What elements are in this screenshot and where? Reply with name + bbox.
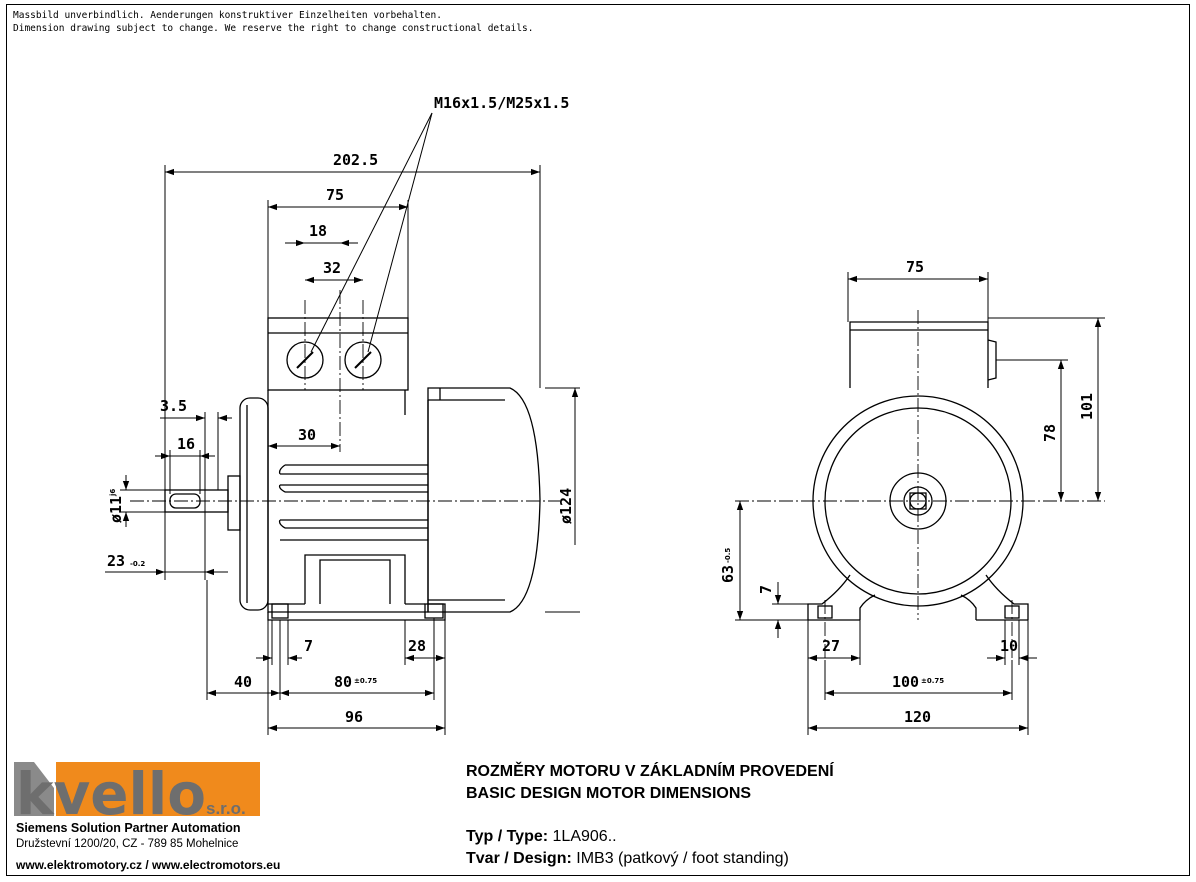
front-view-labels: 75 101 78 63 -0.5 7 27 10 100 ±0.75 120 — [719, 258, 1096, 726]
dim-shaft-tolerance: j6 — [109, 489, 117, 497]
dim-front-hole-spacing: 100 — [892, 673, 919, 691]
terminal-box — [267, 317, 409, 415]
dim-box-top-height: 101 — [1078, 393, 1096, 420]
design-value: IMB3 (patkový / foot standing) — [576, 850, 789, 867]
side-view-dimensions — [105, 112, 580, 735]
dim-front-hole-spacing-tol: ±0.75 — [921, 677, 944, 685]
dim-box-width: 75 — [906, 258, 924, 276]
legal-form: s.r.o. — [206, 799, 246, 818]
dim-foot-hole-edge: 7 — [304, 637, 313, 655]
dim-shaft-height: 63 — [719, 565, 737, 583]
company-logo: kvello s.r.o. — [14, 760, 260, 828]
drawing-frame — [6, 4, 1190, 876]
title-english: BASIC DESIGN MOTOR DIMENSIONS — [466, 785, 752, 802]
title-czech: ROZMĚRY MOTORU V ZÁKLADNÍM PROVEDENÍ — [466, 763, 834, 780]
type-value: 1LA906.. — [552, 828, 617, 845]
front-view — [735, 310, 1105, 660]
svg-text:kvello: kvello — [16, 760, 206, 828]
design-label: Tvar / Design: — [466, 850, 572, 867]
dim-hole-diameter: 10 — [1000, 637, 1018, 655]
dim-overall-length: 202.5 — [333, 151, 378, 169]
dim-box-offset: 30 — [298, 426, 316, 444]
dim-shaft-diameter: ø11 — [107, 496, 125, 523]
disclaimer-english: Dimension drawing subject to change. We … — [13, 23, 534, 34]
dim-foot-width: 28 — [408, 637, 426, 655]
side-view-labels: M16x1.5/M25x1.5 202.5 75 18 32 3.5 16 30… — [107, 94, 575, 726]
partner-line: Siemens Solution Partner Automation — [16, 821, 241, 835]
dim-housing-diameter: ø124 — [557, 488, 575, 524]
dim-box-center-height: 78 — [1041, 424, 1059, 442]
dim-shaft-to-hole: 40 — [234, 673, 252, 691]
dim-base-width: 120 — [904, 708, 931, 726]
dim-shaft-height-tol: -0.5 — [724, 548, 732, 563]
type-row: Typ / Type: 1LA906.. — [466, 828, 617, 846]
type-label: Typ / Type: — [466, 828, 549, 845]
front-view-dimensions — [735, 272, 1105, 735]
dim-gland-spacing-b: 32 — [323, 259, 341, 277]
dim-key-length: 16 — [177, 435, 195, 453]
motor-foot — [267, 554, 446, 621]
motor-body — [227, 387, 541, 613]
company-address: Družstevní 1200/20, CZ - 789 85 Mohelnic… — [16, 838, 239, 850]
dim-foot-thickness: 7 — [757, 585, 775, 594]
design-row: Tvar / Design: IMB3 (patkový / foot stan… — [466, 850, 789, 868]
dim-terminal-box-length: 75 — [326, 186, 344, 204]
dim-hole-spacing-tol: ±0.75 — [354, 677, 377, 685]
dim-foot-length: 27 — [822, 637, 840, 655]
dim-shaft-length: 23 — [107, 552, 125, 570]
dim-base-length: 96 — [345, 708, 363, 726]
thread-callout: M16x1.5/M25x1.5 — [434, 94, 569, 112]
dim-shaft-length-tol: -0.2 — [130, 560, 145, 568]
side-view — [130, 290, 560, 621]
dim-hole-spacing: 80 — [334, 673, 352, 691]
disclaimer-german: Massbild unverbindlich. Aenderungen kons… — [13, 10, 442, 21]
dim-gland-spacing-a: 18 — [309, 222, 327, 240]
dim-flange-offset: 3.5 — [160, 397, 187, 415]
company-web[interactable]: www.elektromotory.cz / www.electromotors… — [16, 858, 281, 872]
